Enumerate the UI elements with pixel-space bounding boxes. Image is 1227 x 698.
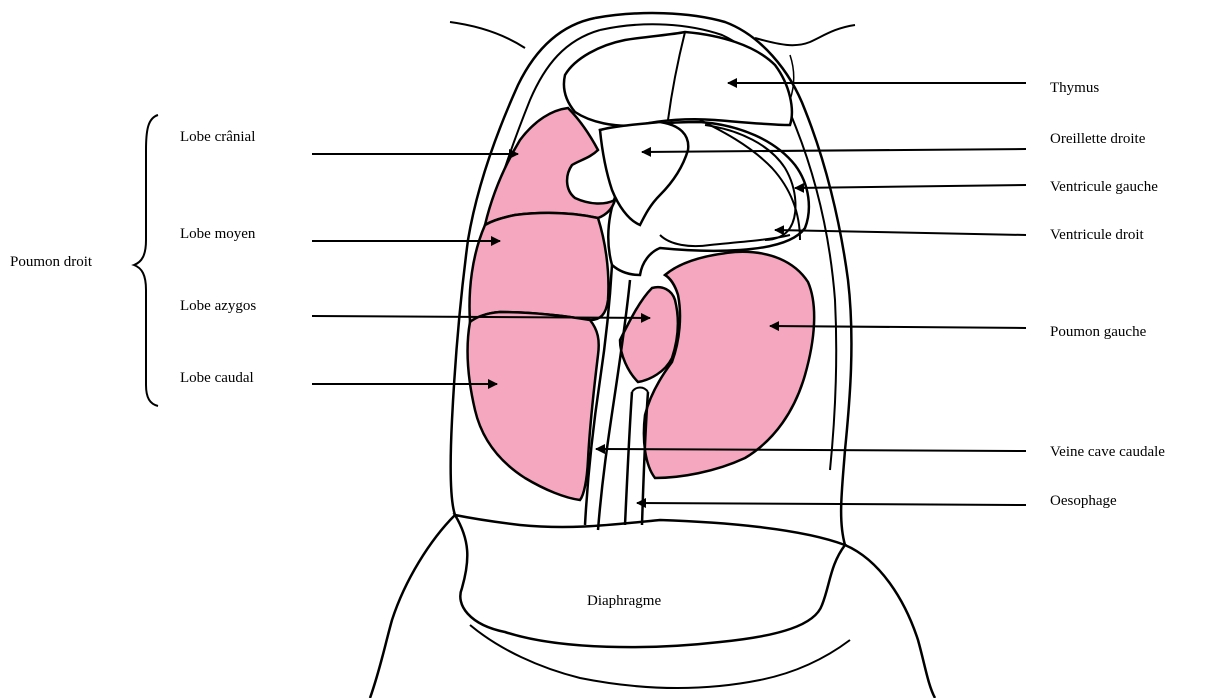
label-veine-cave-caudale: Veine cave caudale (1050, 443, 1165, 461)
poumon-droit-brace (134, 115, 158, 406)
lobe-cranial-shape (485, 108, 615, 225)
label-lobe-cranial: Lobe crânial (180, 128, 255, 146)
left-shoulder-line (450, 22, 525, 48)
lower-body-left (370, 515, 455, 698)
right-shoulder-line (755, 25, 855, 45)
label-oreillette-droite: Oreillette droite (1050, 130, 1145, 148)
lobe-caudal-shape (468, 312, 599, 500)
arrow-oesophage (637, 503, 1026, 505)
lower-body-right (845, 545, 935, 698)
thymus-shape (564, 32, 792, 126)
label-lobe-caudal: Lobe caudal (180, 369, 254, 387)
label-poumon-gauche: Poumon gauche (1050, 323, 1146, 341)
label-diaphragme: Diaphragme (587, 592, 661, 610)
label-ventricule-gauche: Ventricule gauche (1050, 178, 1158, 196)
label-thymus: Thymus (1050, 79, 1099, 97)
oesophage-top (632, 388, 648, 393)
label-ventricule-droit: Ventricule droit (1050, 226, 1144, 244)
label-poumon-droit: Poumon droit (10, 253, 92, 271)
arrow-ventricule-droit (775, 230, 1026, 235)
poumon-gauche-shape (644, 252, 814, 478)
neck-line-right (790, 55, 794, 100)
lobe-moyen-shape (470, 213, 609, 322)
label-lobe-azygos: Lobe azygos (180, 297, 256, 315)
oesophage-shape (625, 392, 632, 525)
label-lobe-moyen: Lobe moyen (180, 225, 255, 243)
label-oesophage: Oesophage (1050, 492, 1117, 510)
diaphragm-shape (455, 515, 845, 647)
